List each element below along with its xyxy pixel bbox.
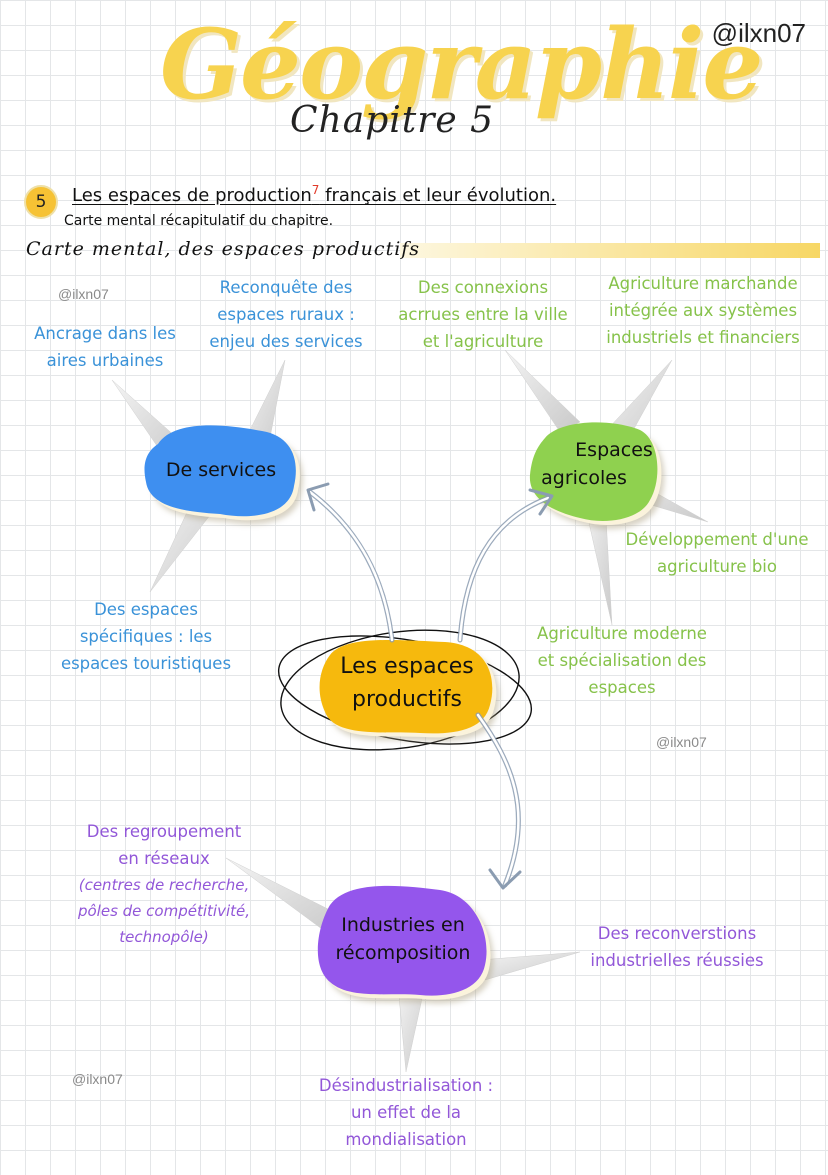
page-title: Géographie [160, 8, 763, 121]
agricoles-branch-bio: Développement d'une agriculture bio [625, 530, 809, 576]
arrow-heads [306, 482, 554, 890]
services-branch-ruraux: Reconquête des espaces ruraux : enjeu de… [209, 278, 363, 351]
chapter-description: Carte mental récapitulatif du chapitre. [64, 213, 334, 229]
page-subtitle: Chapitre 5 [290, 100, 495, 141]
connector-arrows-inner [308, 490, 550, 887]
chapter-title-superscript: 7 [311, 183, 320, 197]
industries-branch-reseaux: Des regroupement en réseaux (centres de … [77, 822, 250, 946]
chapter-number-badge: 5 [24, 185, 58, 219]
highlight-bar [400, 243, 820, 258]
agricole-spikes [504, 349, 709, 626]
section-heading: Carte mental, des espaces productifs [26, 238, 421, 260]
watermark: @ilxn07 [656, 734, 707, 750]
industries-spikes [225, 857, 581, 1073]
center-node-shape [319, 639, 497, 738]
services-node-label: De services [165, 459, 277, 481]
agricoles-node-label: Espaces agricoles [541, 439, 653, 489]
industries-branch-reconversions: Des reconverstions industrielles réussie… [590, 924, 764, 970]
center-node-label: Les espaces productifs [340, 654, 474, 712]
agricoles-branch-marchande: Agriculture marchande intégrée aux systè… [606, 274, 800, 347]
services-node-shape [144, 425, 300, 521]
industries-node-label: Industries en récomposition [335, 914, 471, 964]
agricoles-branch-moderne: Agriculture moderne et spécialisation de… [537, 624, 707, 697]
agricoles-node-shape [529, 422, 662, 525]
industries-node-shape [317, 885, 491, 1000]
chapter-title: Les espaces de production7 français et l… [72, 183, 557, 206]
watermark: @ilxn07 [58, 286, 109, 302]
author-handle: @ilxn07 [711, 18, 806, 48]
agricoles-branch-connexions: Des connexions acrrues entre la ville et… [398, 278, 568, 351]
watermark: @ilxn07 [72, 1071, 123, 1087]
services-branch-touristiques: Des espaces spécifiques : les espaces to… [60, 600, 232, 673]
industries-branch-desindustrialisation: Désindustrialisation : un effet de la mo… [318, 1076, 494, 1149]
services-branch-urbaines: Ancrage dans les aires urbaines [34, 324, 176, 370]
